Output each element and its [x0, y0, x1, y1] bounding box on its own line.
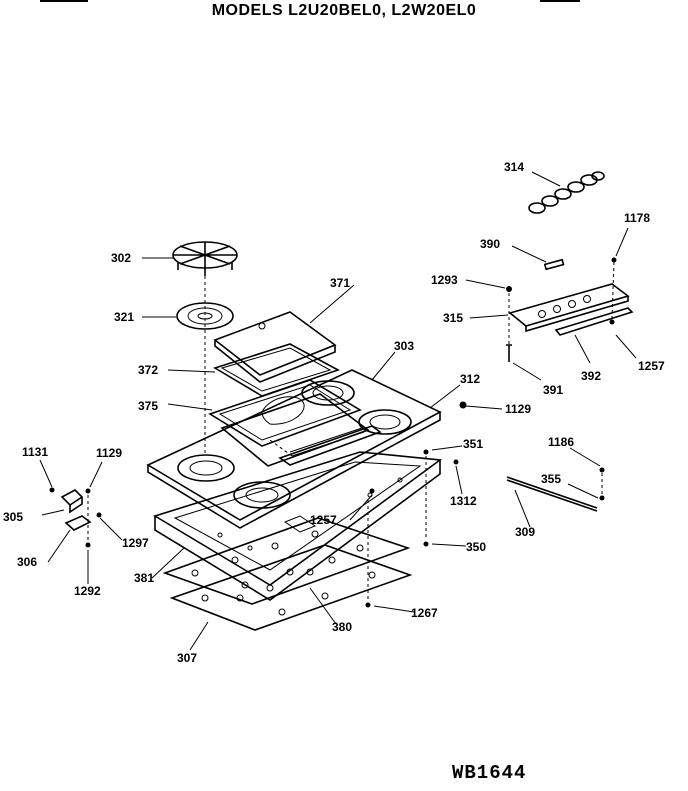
callout-305: 305 — [3, 510, 23, 524]
callout-315: 315 — [443, 311, 463, 325]
bottom-panel-drawing — [169, 544, 413, 631]
callout-306: 306 — [17, 555, 37, 569]
gasket-drawing — [162, 517, 411, 605]
callout-1312: 1312 — [450, 494, 477, 508]
top-rule-left — [40, 0, 88, 2]
callout-392: 392 — [581, 369, 601, 383]
callout-381: 381 — [134, 571, 154, 585]
callout-307: 307 — [177, 651, 197, 665]
callout-1129-left: 1129 — [96, 446, 122, 460]
callout-1292: 1292 — [74, 584, 101, 598]
griddle-grate-drawing — [208, 379, 362, 447]
callout-303: 303 — [394, 339, 414, 353]
callout-375: 375 — [138, 399, 158, 413]
griddle-cover-drawing — [213, 311, 340, 397]
assembly-lines — [87, 261, 615, 600]
callout-371: 371 — [330, 276, 350, 290]
control-knobs-drawing — [528, 171, 605, 214]
reference-code: WB1644 — [452, 762, 527, 784]
callout-1131: 1131 — [22, 445, 48, 459]
callout-372: 372 — [138, 363, 158, 377]
callout-321: 321 — [114, 310, 134, 324]
callout-1178: 1178 — [624, 211, 650, 225]
callout-390: 390 — [480, 237, 500, 251]
callout-380: 380 — [332, 620, 352, 634]
callout-1267: 1267 — [411, 606, 438, 620]
callout-391: 391 — [543, 383, 563, 397]
callout-1293: 1293 — [431, 273, 458, 287]
page-title: MODELS L2U20BEL0, L2W20EL0 — [211, 2, 477, 19]
callout-355: 355 — [541, 472, 561, 486]
rod-drawing — [506, 467, 605, 512]
leader-lines — [39, 171, 637, 651]
callout-1297: 1297 — [122, 536, 149, 550]
side-bracket-drawing — [49, 487, 102, 548]
callout-1257-top: 1257 — [638, 359, 665, 373]
callout-314: 314 — [504, 160, 524, 174]
screws-drawing — [365, 401, 467, 608]
burner-grate-drawing — [172, 241, 238, 276]
callout-1257-mid: 1257 — [310, 513, 337, 527]
control-panel-drawing — [506, 257, 634, 362]
top-rule-right — [540, 0, 580, 2]
callout-309: 309 — [515, 525, 535, 539]
callout-302: 302 — [111, 251, 131, 265]
callout-312: 312 — [460, 372, 480, 386]
callout-350: 350 — [466, 540, 486, 554]
callout-1186: 1186 — [548, 435, 574, 449]
callout-351: 351 — [463, 437, 483, 451]
callout-1129-right: 1129 — [505, 402, 531, 416]
burner-box-drawing — [153, 451, 443, 601]
